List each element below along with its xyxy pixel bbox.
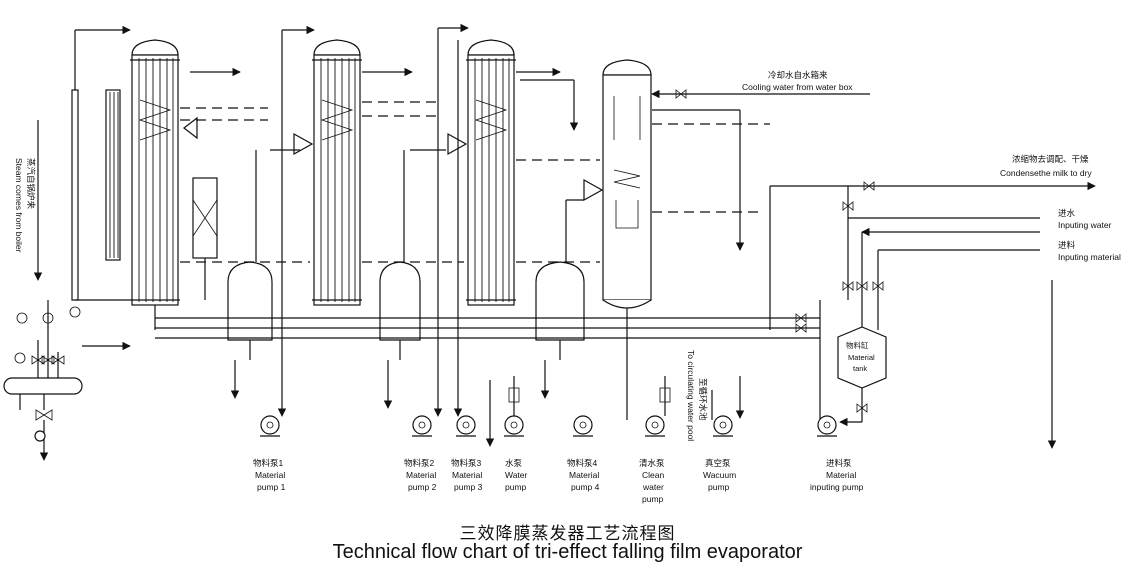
clean-water-pump-en-label-3: pump [642,494,664,504]
circulating-pool-cn-label: 至循环水池 [698,378,708,421]
cooling-water-en-label: Cooling water from water box [742,82,853,92]
top-piping [190,23,745,400]
water-pump-cn-label: 水泵 [505,458,523,468]
pump-3-en-label-1: Material [452,470,482,480]
steam-in-en-label: Steam comes from boiler [14,158,24,253]
pump-4-en-label-1: Material [569,470,599,480]
separator-2 [379,261,421,409]
inputing-pump-en-label-2: inputing pump [810,482,864,492]
pump-labels: 物料泵1 Material pump 1 物料泵2 Material pump … [253,458,864,504]
steam-header [3,120,131,461]
diagram-title-en: Technical flow chart of tri-effect falli… [332,541,803,563]
inputing-water-en-label: Inputing water [1058,220,1112,230]
pump-1-cn-label: 物料泵1 [253,458,284,468]
separator-1 [183,116,273,399]
material-tank-cn-label: 物料缸 [846,340,869,350]
pump-1-en-label-2: pump 1 [257,482,286,492]
water-pump-en-label-2: pump [505,482,527,492]
clean-water-pump-en-label-1: Clean [642,470,664,480]
pump-3-en-label-2: pump 3 [454,482,483,492]
inputs-lines [842,186,1040,330]
pump-2-en-label-2: pump 2 [408,482,437,492]
cooling-water-line [651,89,870,99]
water-pump-en-label-1: Water [505,470,528,480]
vacuum-pump-en-label-2: pump [708,482,730,492]
diagram-labels: 冷却水自水箱来 Cooling water from water box 浓缩物… [14,70,1121,441]
vacuum-pump-en-label-1: Wacuum [703,470,736,480]
clean-water-pump-en-label-2: water [642,482,664,492]
cooling-water-cn-label: 冷却水自水箱来 [768,70,828,80]
condense-out-en-label: Condensethe milk to dry [1000,168,1092,178]
inputing-material-cn-label: 进料 [1058,240,1076,250]
inputing-water-cn-label: 进水 [1058,208,1076,218]
pump-2-en-label-1: Material [406,470,436,480]
steam-in-cn-label: 蒸汽自锅炉来 [26,158,36,210]
condense-out-cn-label: 浓缩物去调配、干燥 [1012,154,1089,164]
material-tank-en-label-2: tank [853,364,867,373]
material-tank [837,326,887,422]
separator-3 [535,261,585,399]
circulating-pool-en-label: To circulating water pool [686,350,696,441]
clean-water-pump-cn-label: 清水泵 [639,458,665,468]
condensate-outlet-line [769,181,1096,330]
pump-4-en-label-2: pump 4 [571,482,600,492]
pump-4-cn-label: 物料泵4 [567,458,598,468]
evaporator-effect-1 [130,39,180,330]
pump-3-cn-label: 物料泵3 [451,458,482,468]
preheater [71,25,131,301]
evaporator-effect-2 [293,39,362,306]
material-tank-en-label-1: Material [848,353,875,362]
diagram-title-cn: 三效降膜蒸发器工艺流程图 [459,524,676,544]
inputing-pump-en-label-1: Material [826,470,856,480]
condenser [583,59,652,420]
vacuum-pump-cn-label: 真空泵 [705,458,731,468]
inputing-pump-cn-label: 进料泵 [826,458,852,468]
inputing-material-en-label: Inputing material [1058,252,1121,262]
pump-symbols [260,376,862,447]
pump-1-en-label-1: Material [255,470,285,480]
bottom-headers [155,149,821,420]
evaporator-effect-3 [447,39,516,306]
dashed-lines [180,101,770,263]
pump-2-cn-label: 物料泵2 [404,458,435,468]
